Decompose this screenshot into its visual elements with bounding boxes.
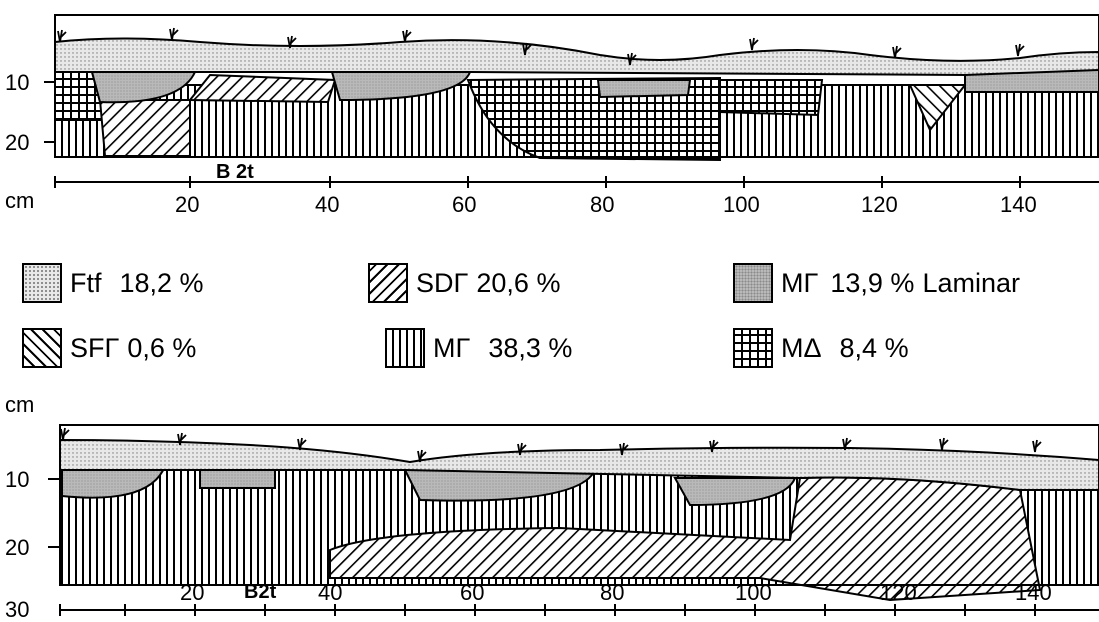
top-x-tick-label: 80 (590, 192, 614, 217)
legend-suffix: Laminar (922, 267, 1020, 298)
legend-value: 38,3 % (488, 332, 573, 363)
bottom-x-tick-label: 80 (600, 580, 624, 605)
top-depth-label: 20 (5, 130, 29, 155)
top-x-tick-label: 140 (1000, 192, 1037, 217)
top-x-tick-label: 20 (175, 192, 199, 217)
diagonal-down-swatch-icon (22, 328, 62, 368)
legend-item-sfg: SFΓ 0,6 % (22, 328, 196, 368)
legend-label: MΓ (433, 332, 471, 363)
legend-item-mg-vertical: MΓ 38,3 % (385, 328, 572, 368)
bottom-x-tick-label: 140 (1015, 580, 1052, 605)
top-grey-lens (90, 71, 197, 104)
bottom-x-tick-label: 100 (735, 580, 772, 605)
bottom-depth-label: 10 (5, 467, 29, 492)
bottom-unit-label: cm (5, 392, 34, 417)
top-diagonal-region (187, 73, 337, 104)
top-grey-lens (330, 71, 472, 102)
bottom-grey-lens (673, 477, 797, 507)
bottom-grey-lens (403, 469, 597, 502)
top-surface-layer (54, 37, 1099, 77)
bottom-surface-layer (59, 438, 1099, 491)
top-x-tick-label: 40 (315, 192, 339, 217)
bottom-axis: 20 B2t 40 60 80 100 120 140 (59, 580, 1099, 616)
legend-label: SFΓ (70, 332, 120, 363)
top-x-tick-label: 120 (861, 192, 898, 217)
top-massive-region (719, 79, 824, 117)
top-massive-region (466, 76, 721, 162)
legend-label: MΓ (781, 267, 819, 298)
bottom-x-tick-label: 20 (180, 580, 204, 605)
legend-label: Ftf (70, 267, 102, 298)
diagonal-up-swatch-icon (368, 263, 408, 303)
legend-value: 0,6 % (127, 332, 197, 363)
legend-label: MΔ (781, 332, 822, 363)
bottom-depth-label: 20 (5, 535, 29, 560)
bottom-depth-label: 30 (5, 597, 29, 617)
legend-item-sdg: SDΓ 20,6 % (368, 263, 560, 303)
top-x-tick-label: 100 (723, 192, 760, 217)
vertical-swatch-icon (385, 328, 425, 368)
legend-value: 8,4 % (839, 332, 909, 363)
bottom-grey-lens (199, 469, 276, 489)
top-unit-label: cm (5, 188, 34, 213)
bottom-profile: cm 10 20 30 20 B2t 40 (5, 392, 1099, 622)
top-horizon-label: B 2t (216, 161, 254, 183)
grid-swatch-icon (733, 328, 773, 368)
legend-item-md: MΔ 8,4 % (733, 328, 909, 368)
legend-value: 13,9 % (830, 267, 915, 298)
top-profile: cm 20 40 60 80 100 120 140 10 20 B 2t (5, 14, 1099, 217)
bottom-x-tick-label: 60 (460, 580, 484, 605)
top-depth-label: 10 (5, 70, 29, 95)
bottom-x-tick-label: 120 (880, 580, 917, 605)
grey-laminar-swatch-icon (733, 263, 773, 303)
top-depth-axis: 10 20 (5, 70, 55, 155)
top-x-tick-label: 60 (452, 192, 476, 217)
legend-item-mg-laminar: MΓ 13,9 % Laminar (733, 263, 1020, 303)
bottom-horizon-label: B2t (244, 581, 277, 603)
top-diagonal-region (908, 84, 968, 132)
bottom-depth-axis: cm 10 20 30 (5, 392, 60, 622)
top-grey-lens (596, 79, 692, 99)
legend-label: SDΓ (416, 267, 469, 298)
legend-item-ftf: Ftf 18,2 % (22, 263, 204, 303)
top-diagonal-region (98, 99, 191, 157)
bottom-x-tick-label: 40 (318, 580, 342, 605)
legend-value: 18,2 % (119, 267, 204, 298)
top-axis: cm 20 40 60 80 100 120 140 (5, 176, 1099, 217)
dotted-swatch-icon (22, 263, 62, 303)
legend-value: 20,6 % (476, 267, 561, 298)
